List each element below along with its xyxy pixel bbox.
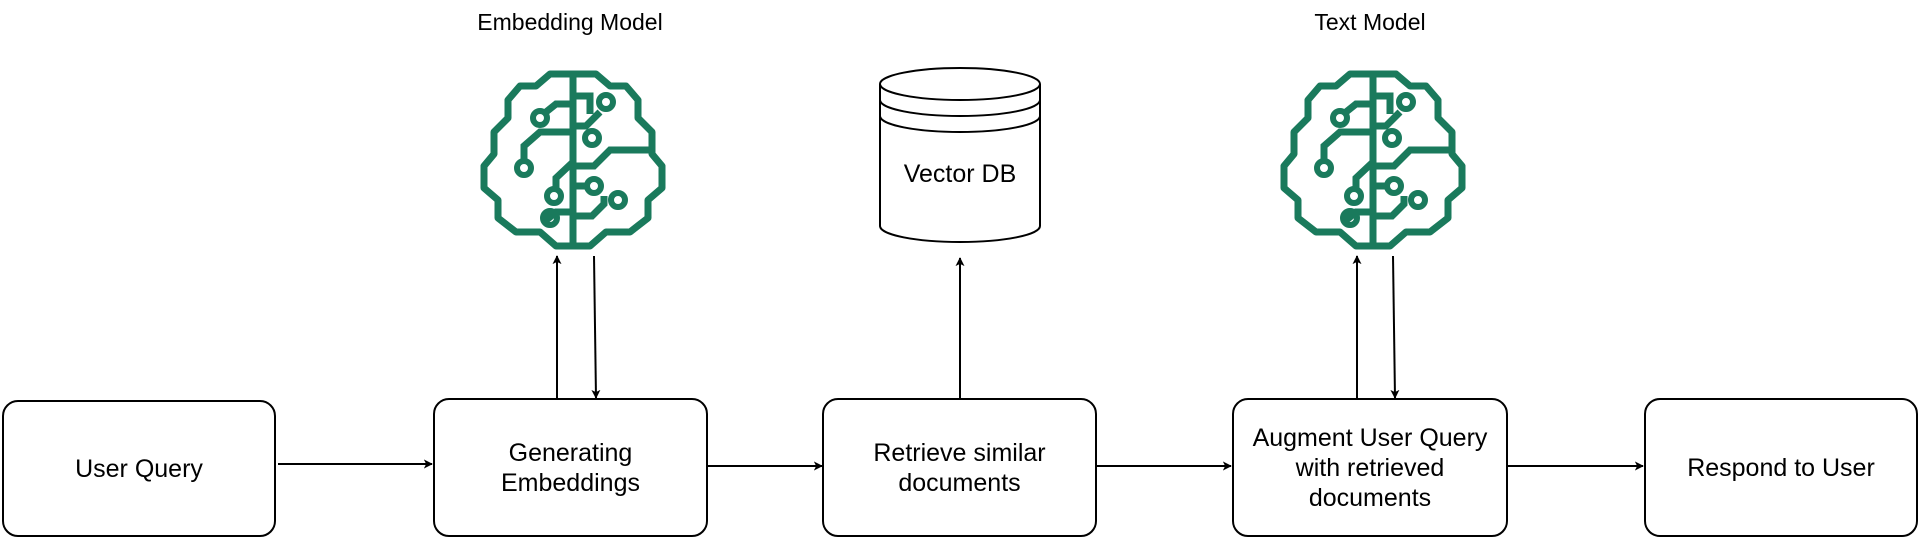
arrow-model-to-embeddings: [591, 255, 601, 399]
text-model-label: Text Model: [1314, 9, 1426, 35]
respond-box: Respond to User: [1644, 398, 1918, 537]
respond-text: Respond to User: [1687, 453, 1875, 482]
database-cylinder-icon: [879, 67, 1041, 243]
user-query-text: User Query: [75, 454, 203, 483]
retrieve-documents-box: Retrieve similar documents: [822, 398, 1097, 537]
embedding-model-label: Embedding Model: [477, 9, 663, 35]
augment-query-box: Augment User Query with retrieved docume…: [1232, 398, 1508, 537]
arrow-text-model-to-augment: [1390, 255, 1400, 399]
text-model-brain-icon: [1280, 70, 1466, 250]
retrieve-documents-text: Retrieve similar documents: [873, 438, 1046, 497]
embedding-model-brain-icon: [480, 70, 666, 250]
user-query-box: User Query: [2, 400, 276, 537]
augment-query-text: Augment User Query with retrieved docume…: [1252, 423, 1488, 512]
generating-embeddings-box: Generating Embeddings: [433, 398, 708, 537]
generating-embeddings-text: Generating Embeddings: [501, 438, 640, 497]
vector-db-label: Vector DB: [903, 160, 1017, 188]
